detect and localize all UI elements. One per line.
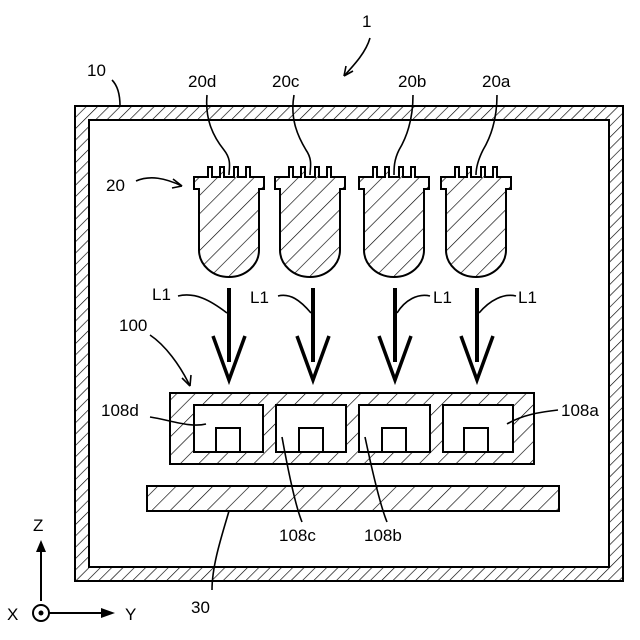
label-chip-a: 108a: [561, 401, 599, 420]
label-axis-y: Y: [125, 605, 136, 624]
label-lamp-d: 20d: [188, 72, 216, 91]
label-lamp-b: 20b: [398, 72, 426, 91]
label-axis-z: Z: [33, 516, 43, 535]
label-lamp-a: 20a: [482, 72, 511, 91]
lamp-20b: [359, 167, 429, 277]
chip-108d: [194, 405, 263, 452]
label-substrate: 100: [119, 316, 147, 335]
lamp-20c: [275, 167, 345, 277]
stage-30: [147, 486, 559, 511]
label-chip-d: 108d: [101, 401, 139, 420]
chip-108c: [276, 405, 346, 452]
label-device: 1: [362, 12, 371, 31]
lamp-20d: [194, 167, 264, 277]
label-light-a: L1: [518, 288, 537, 307]
chip-108a: [443, 405, 513, 452]
label-light-c: L1: [250, 288, 269, 307]
label-stage: 30: [191, 598, 210, 617]
label-chamber: 10: [87, 61, 106, 80]
label-chip-c: 108c: [279, 526, 316, 545]
lamp-20a: [441, 167, 511, 277]
label-lamp-group: 20: [106, 176, 125, 195]
chip-108b: [359, 405, 430, 452]
label-axis-x: X: [7, 605, 18, 624]
light-arrow-c: [297, 288, 329, 380]
label-lamp-c: 20c: [272, 72, 300, 91]
label-light-d: L1: [152, 285, 171, 304]
light-arrow-a: [461, 288, 493, 380]
label-light-b: L1: [433, 288, 452, 307]
light-arrow-d: [213, 288, 245, 380]
label-chip-b: 108b: [364, 526, 402, 545]
